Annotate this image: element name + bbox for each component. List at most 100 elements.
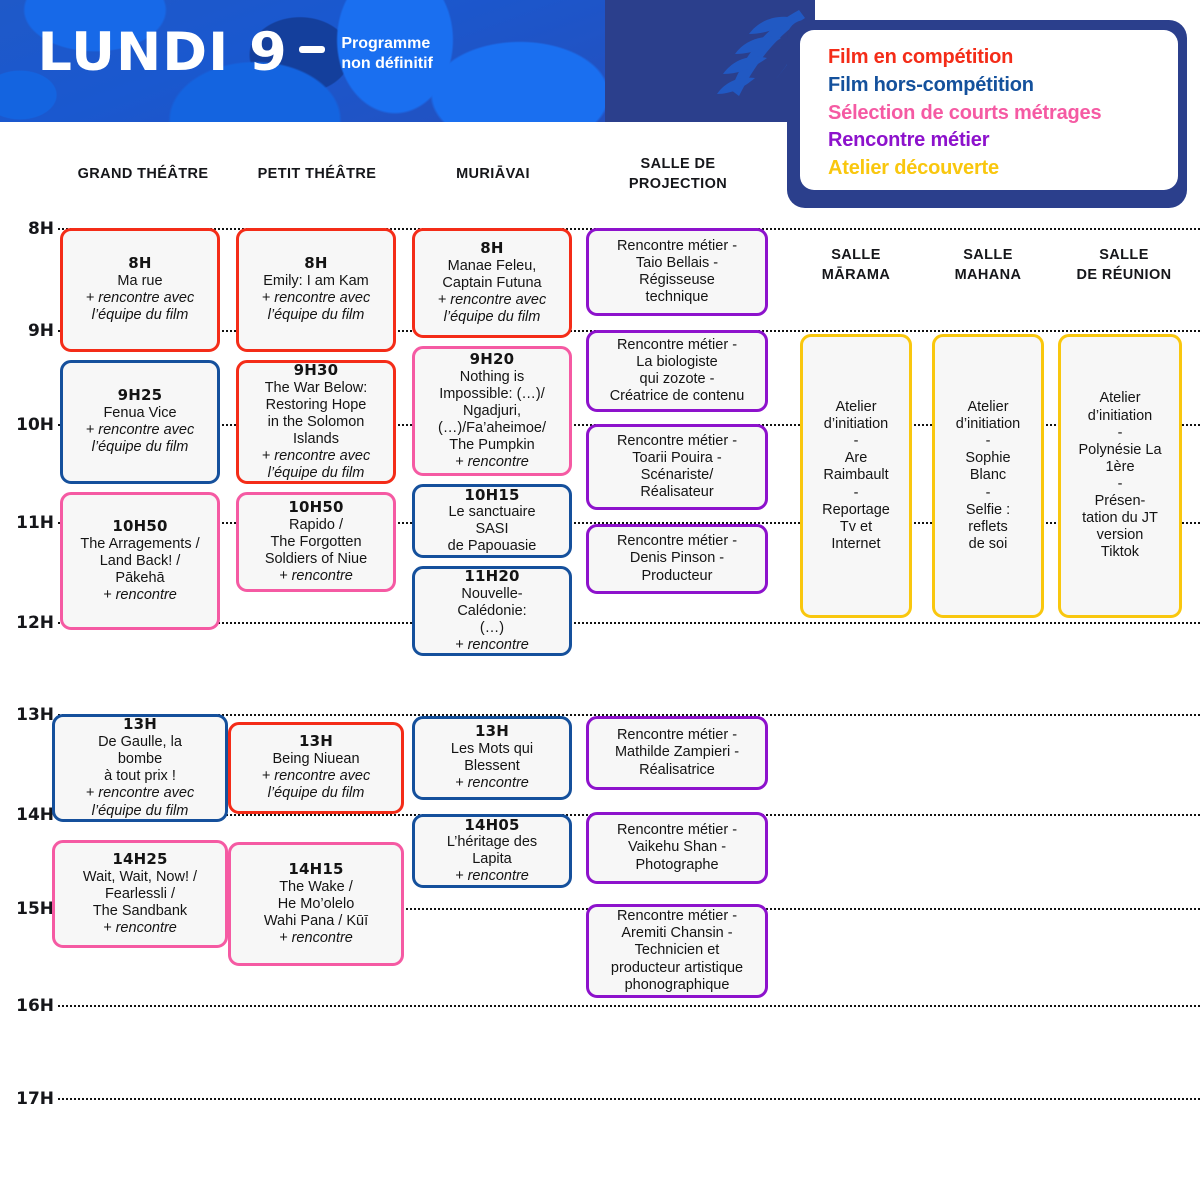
event-time: 8H [128,254,152,273]
event-title: Wait, Wait, Now! / Fearlessli / The Sand… [82,868,198,919]
legend-item-film-hors-competition: Film hors-compétition [828,73,1034,96]
column-header-grand-theatre: GRAND THÉÂTRE [77,166,209,182]
event-note: + rencontre [103,586,177,603]
page-title: LUNDI 9 [37,22,288,83]
event-time: 8H [480,238,504,257]
event-title: Nothing is Impossible: (…)/ Ngadjuri, (…… [438,368,546,453]
gridline-12h [58,622,1200,624]
event-card[interactable]: Rencontre métier - Vaikehu Shan - Photog… [586,812,768,884]
event-card[interactable]: Rencontre métier - La biologiste qui zoz… [586,330,768,412]
gridline-17h [58,1098,1200,1100]
event-note: + rencontre avec l’équipe du film [85,422,195,456]
event-title: Rencontre métier - La biologiste qui zoz… [609,336,745,405]
event-title: De Gaulle, la bombe à tout prix ! [98,734,182,785]
column-header-salle-marama: SALLE MĀRAMA [821,247,891,283]
event-title: L’héritage des Lapita [446,834,538,868]
event-note: + rencontre [103,919,177,936]
event-time: 14H05 [464,815,520,834]
event-title: Atelier d’initiation - Polynésie La 1ère… [1078,390,1162,561]
event-title: Rencontre métier - Denis Pinson - Produc… [616,533,738,584]
header-banner: LUNDI 9 Programme non définitif [0,0,815,122]
event-time: 9H30 [293,360,339,379]
time-label-13h: 13H [16,705,54,725]
event-note: + rencontre [455,868,529,885]
event-note: + rencontre [455,454,529,471]
column-header-salle-projection: SALLE DE PROJECTION [628,156,728,192]
event-title: Rencontre métier - Vaikehu Shan - Photog… [616,822,738,873]
event-title: Atelier d’initiation - Are Raimbault - R… [822,399,890,552]
event-title: Rencontre métier - Mathilde Zampieri - R… [614,727,740,778]
event-time: 13H [298,732,334,751]
legend-item-courts-metrages: Sélection de courts métrages [828,101,1102,124]
time-label-16h: 16H [16,996,54,1016]
time-label-17h: 17H [16,1089,54,1109]
event-note: + rencontre avec l’équipe du film [261,768,371,802]
event-title: Atelier d’initiation - Sophie Blanc - Se… [955,399,1021,552]
event-time: 14H15 [288,859,344,878]
event-note: + rencontre [455,775,529,792]
time-label-14h: 14H [16,805,54,825]
time-label-8h: 8H [27,219,54,239]
banner-subtitle-line2: non définitif [341,54,433,72]
event-title: Rencontre métier - Toarii Pouira - Scéna… [616,432,738,501]
dash-icon [299,46,326,53]
event-time: 10H50 [288,497,344,516]
time-label-12h: 12H [16,613,54,633]
event-title: Emily: I am Kam [263,273,369,290]
event-title: Le sanctuaire SASI de Papouasie [447,504,537,555]
event-title: Rencontre métier - Aremiti Chansin - Tec… [610,908,744,993]
event-title: Manae Feleu, Captain Futuna [442,257,542,291]
event-card[interactable]: Atelier d’initiation - Polynésie La 1ère… [1058,334,1182,618]
event-note: + rencontre [279,929,353,946]
column-header-petit-theatre: PETIT THÉÂTRE [257,166,377,182]
event-time: 13H [122,715,158,734]
event-card[interactable]: Rencontre métier - Aremiti Chansin - Tec… [586,904,768,998]
banner-subtitle: Programme non définitif [341,34,433,74]
event-title: Fenua Vice [103,405,177,422]
event-note: + rencontre avec l’équipe du film [85,290,195,324]
legend-panel: Film en compétition Film hors-compétitio… [800,30,1178,190]
column-header-muriavai: MURIĀVAI [456,166,530,182]
event-title: Nouvelle- Calédonie: (…) [457,585,527,636]
event-title: Rencontre métier - Taio Bellais - Régiss… [616,237,738,306]
event-note: + rencontre avec l’équipe du film [437,291,547,325]
event-note: + rencontre [455,636,529,653]
event-card[interactable]: Rencontre métier - Taio Bellais - Régiss… [586,228,768,316]
gridline-16h [58,1005,1200,1007]
event-title: Rapido / The Forgotten Soldiers of Niue [264,516,368,567]
banner-pattern [0,0,605,122]
column-header-salle-reunion: SALLE DE RÉUNION [1076,247,1172,283]
time-label-15h: 15H [16,899,54,919]
event-note: + rencontre avec l’équipe du film [261,447,371,482]
event-title: Being Niuean [272,751,360,768]
event-card[interactable]: Rencontre métier - Denis Pinson - Produc… [586,524,768,594]
time-label-10h: 10H [16,415,54,435]
event-card[interactable]: Atelier d’initiation - Sophie Blanc - Se… [932,334,1044,618]
legend-item-atelier-decouverte: Atelier découverte [828,157,999,180]
column-header-salle-mahana: SALLE MAHANA [954,247,1022,283]
banner-subtitle-line1: Programme [341,34,431,52]
event-card[interactable]: Rencontre métier - Mathilde Zampieri - R… [586,716,768,790]
event-time: 10H15 [464,485,520,504]
banner-title-group: LUNDI 9 Programme non définitif [37,22,433,83]
event-card[interactable]: Atelier d’initiation - Are Raimbault - R… [800,334,912,618]
event-card[interactable]: Rencontre métier - Toarii Pouira - Scéna… [586,424,768,510]
legend-item-film-competition: Film en compétition [828,46,1014,68]
event-title: The Wake / He Mo’olelo Wahi Pana / Kūī [263,878,369,929]
